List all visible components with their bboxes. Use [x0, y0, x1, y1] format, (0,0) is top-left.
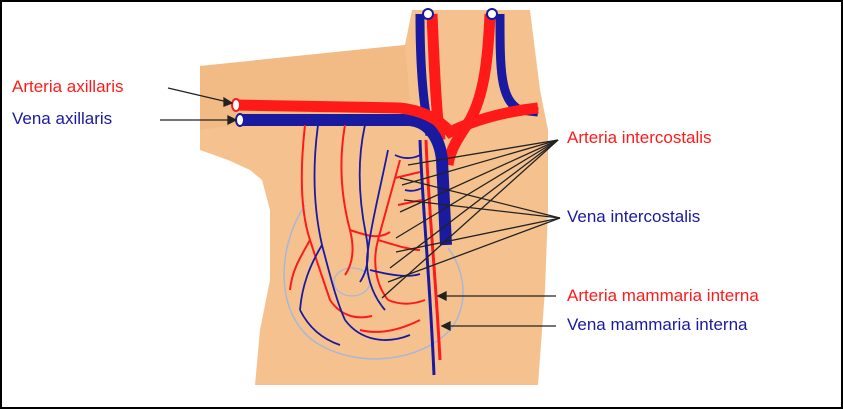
label-arteria-axillaris: Arteria axillaris: [12, 77, 123, 97]
vessel-cut-2: [487, 9, 497, 19]
vessel-cut-1: [423, 9, 433, 19]
label-vena-mammaria-interna: Vena mammaria interna: [567, 315, 747, 335]
artery-cut-end: [232, 99, 240, 111]
label-vena-intercostalis: Vena intercostalis: [567, 207, 700, 227]
label-vena-axillaris: Vena axillaris: [12, 109, 112, 129]
label-arteria-intercostalis: Arteria intercostalis: [567, 128, 712, 148]
label-arteria-mammaria-interna: Arteria mammaria interna: [567, 286, 759, 306]
